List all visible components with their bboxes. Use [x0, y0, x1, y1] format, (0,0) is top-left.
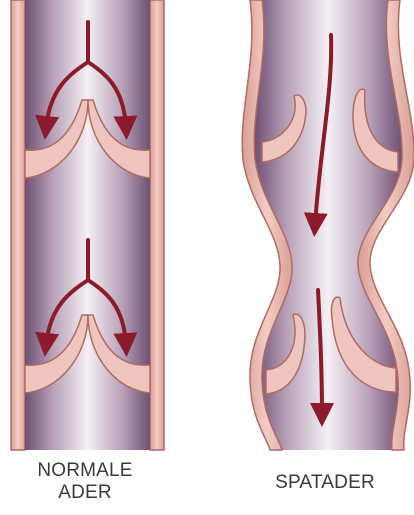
normal-vein-label: NORMALE ADER	[10, 460, 160, 504]
varicose-vein	[242, 0, 414, 450]
normal-vein-right-wall	[150, 0, 164, 450]
normal-vein	[11, 0, 164, 450]
normal-vein-left-wall	[11, 0, 25, 450]
normal-vein-label-line2: ADER	[10, 482, 160, 504]
varicose-vein-label: SPATADER	[250, 472, 400, 494]
normal-vein-label-line1: NORMALE	[10, 460, 160, 482]
